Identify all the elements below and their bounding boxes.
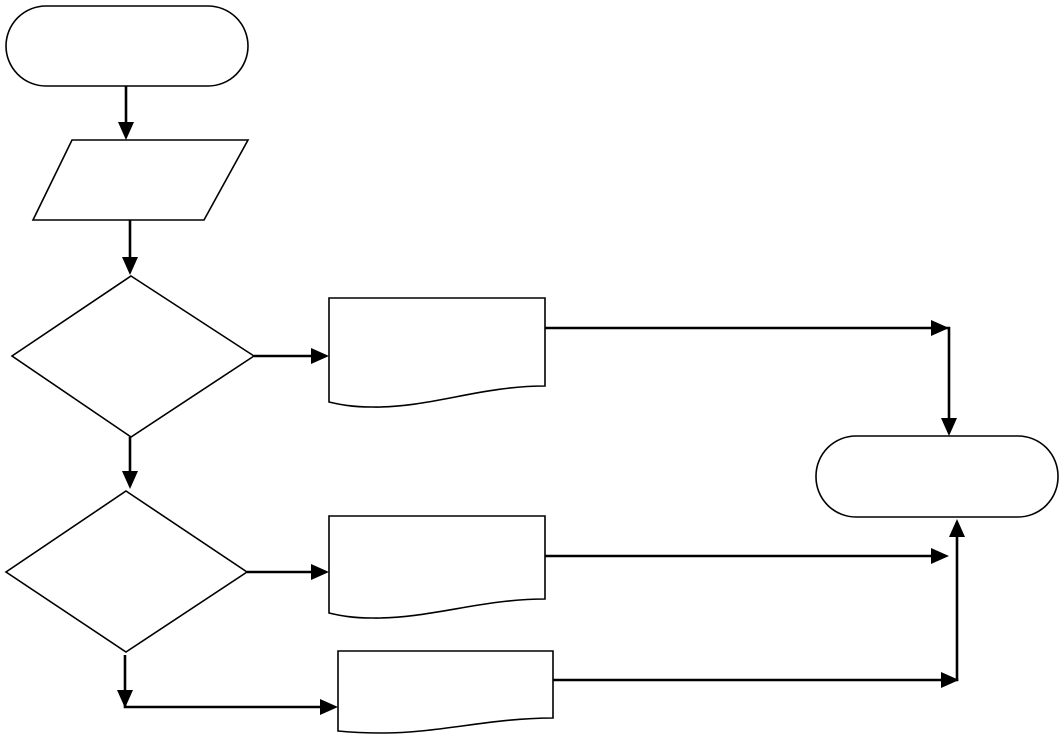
node-decision-2 — [4, 490, 249, 653]
edge-document-2-to-end — [545, 548, 949, 564]
document-2-shape — [328, 515, 546, 619]
arrowhead-right-icon — [311, 348, 329, 364]
document-3-shape — [337, 650, 554, 734]
arrowhead-up-icon — [949, 519, 965, 537]
arrowhead-down-icon — [117, 690, 133, 708]
arrowhead-right-icon — [941, 672, 959, 688]
edge-decision-2-to-document-3 — [117, 655, 338, 715]
arrowhead-right-icon — [931, 548, 949, 564]
edge-decision-1-to-document-1 — [254, 348, 329, 364]
edge-input-to-decision-1 — [122, 220, 138, 275]
edge-document-1-to-end — [545, 320, 957, 436]
end-terminator — [815, 435, 1059, 518]
edge-decision-2-to-document-2 — [247, 564, 329, 580]
start-terminator — [5, 5, 249, 87]
node-document-3 — [337, 650, 554, 734]
arrowhead-down-icon — [122, 471, 138, 489]
edge-start-to-input — [118, 86, 134, 140]
edge-document-3-to-end — [553, 519, 965, 688]
decision-2-diamond — [4, 490, 249, 653]
input-parallelogram — [31, 139, 250, 221]
edge-decision-1-to-decision-2 — [122, 437, 138, 489]
arrowhead-right-icon — [311, 564, 329, 580]
node-start — [5, 5, 249, 87]
arrowhead-right-icon — [931, 320, 949, 336]
decision-1-diamond — [10, 275, 256, 438]
arrowhead-right-icon — [320, 699, 338, 715]
document-1-shape — [328, 297, 546, 408]
node-document-1 — [328, 297, 546, 408]
node-end — [815, 435, 1059, 518]
node-input — [31, 139, 250, 221]
arrowhead-down-icon — [118, 122, 134, 140]
arrowhead-down-icon — [122, 257, 138, 275]
edge-line — [545, 326, 951, 420]
arrowhead-down-icon — [941, 418, 957, 436]
edge-line — [123, 655, 322, 709]
node-decision-1 — [10, 275, 256, 438]
node-document-2 — [328, 515, 546, 619]
